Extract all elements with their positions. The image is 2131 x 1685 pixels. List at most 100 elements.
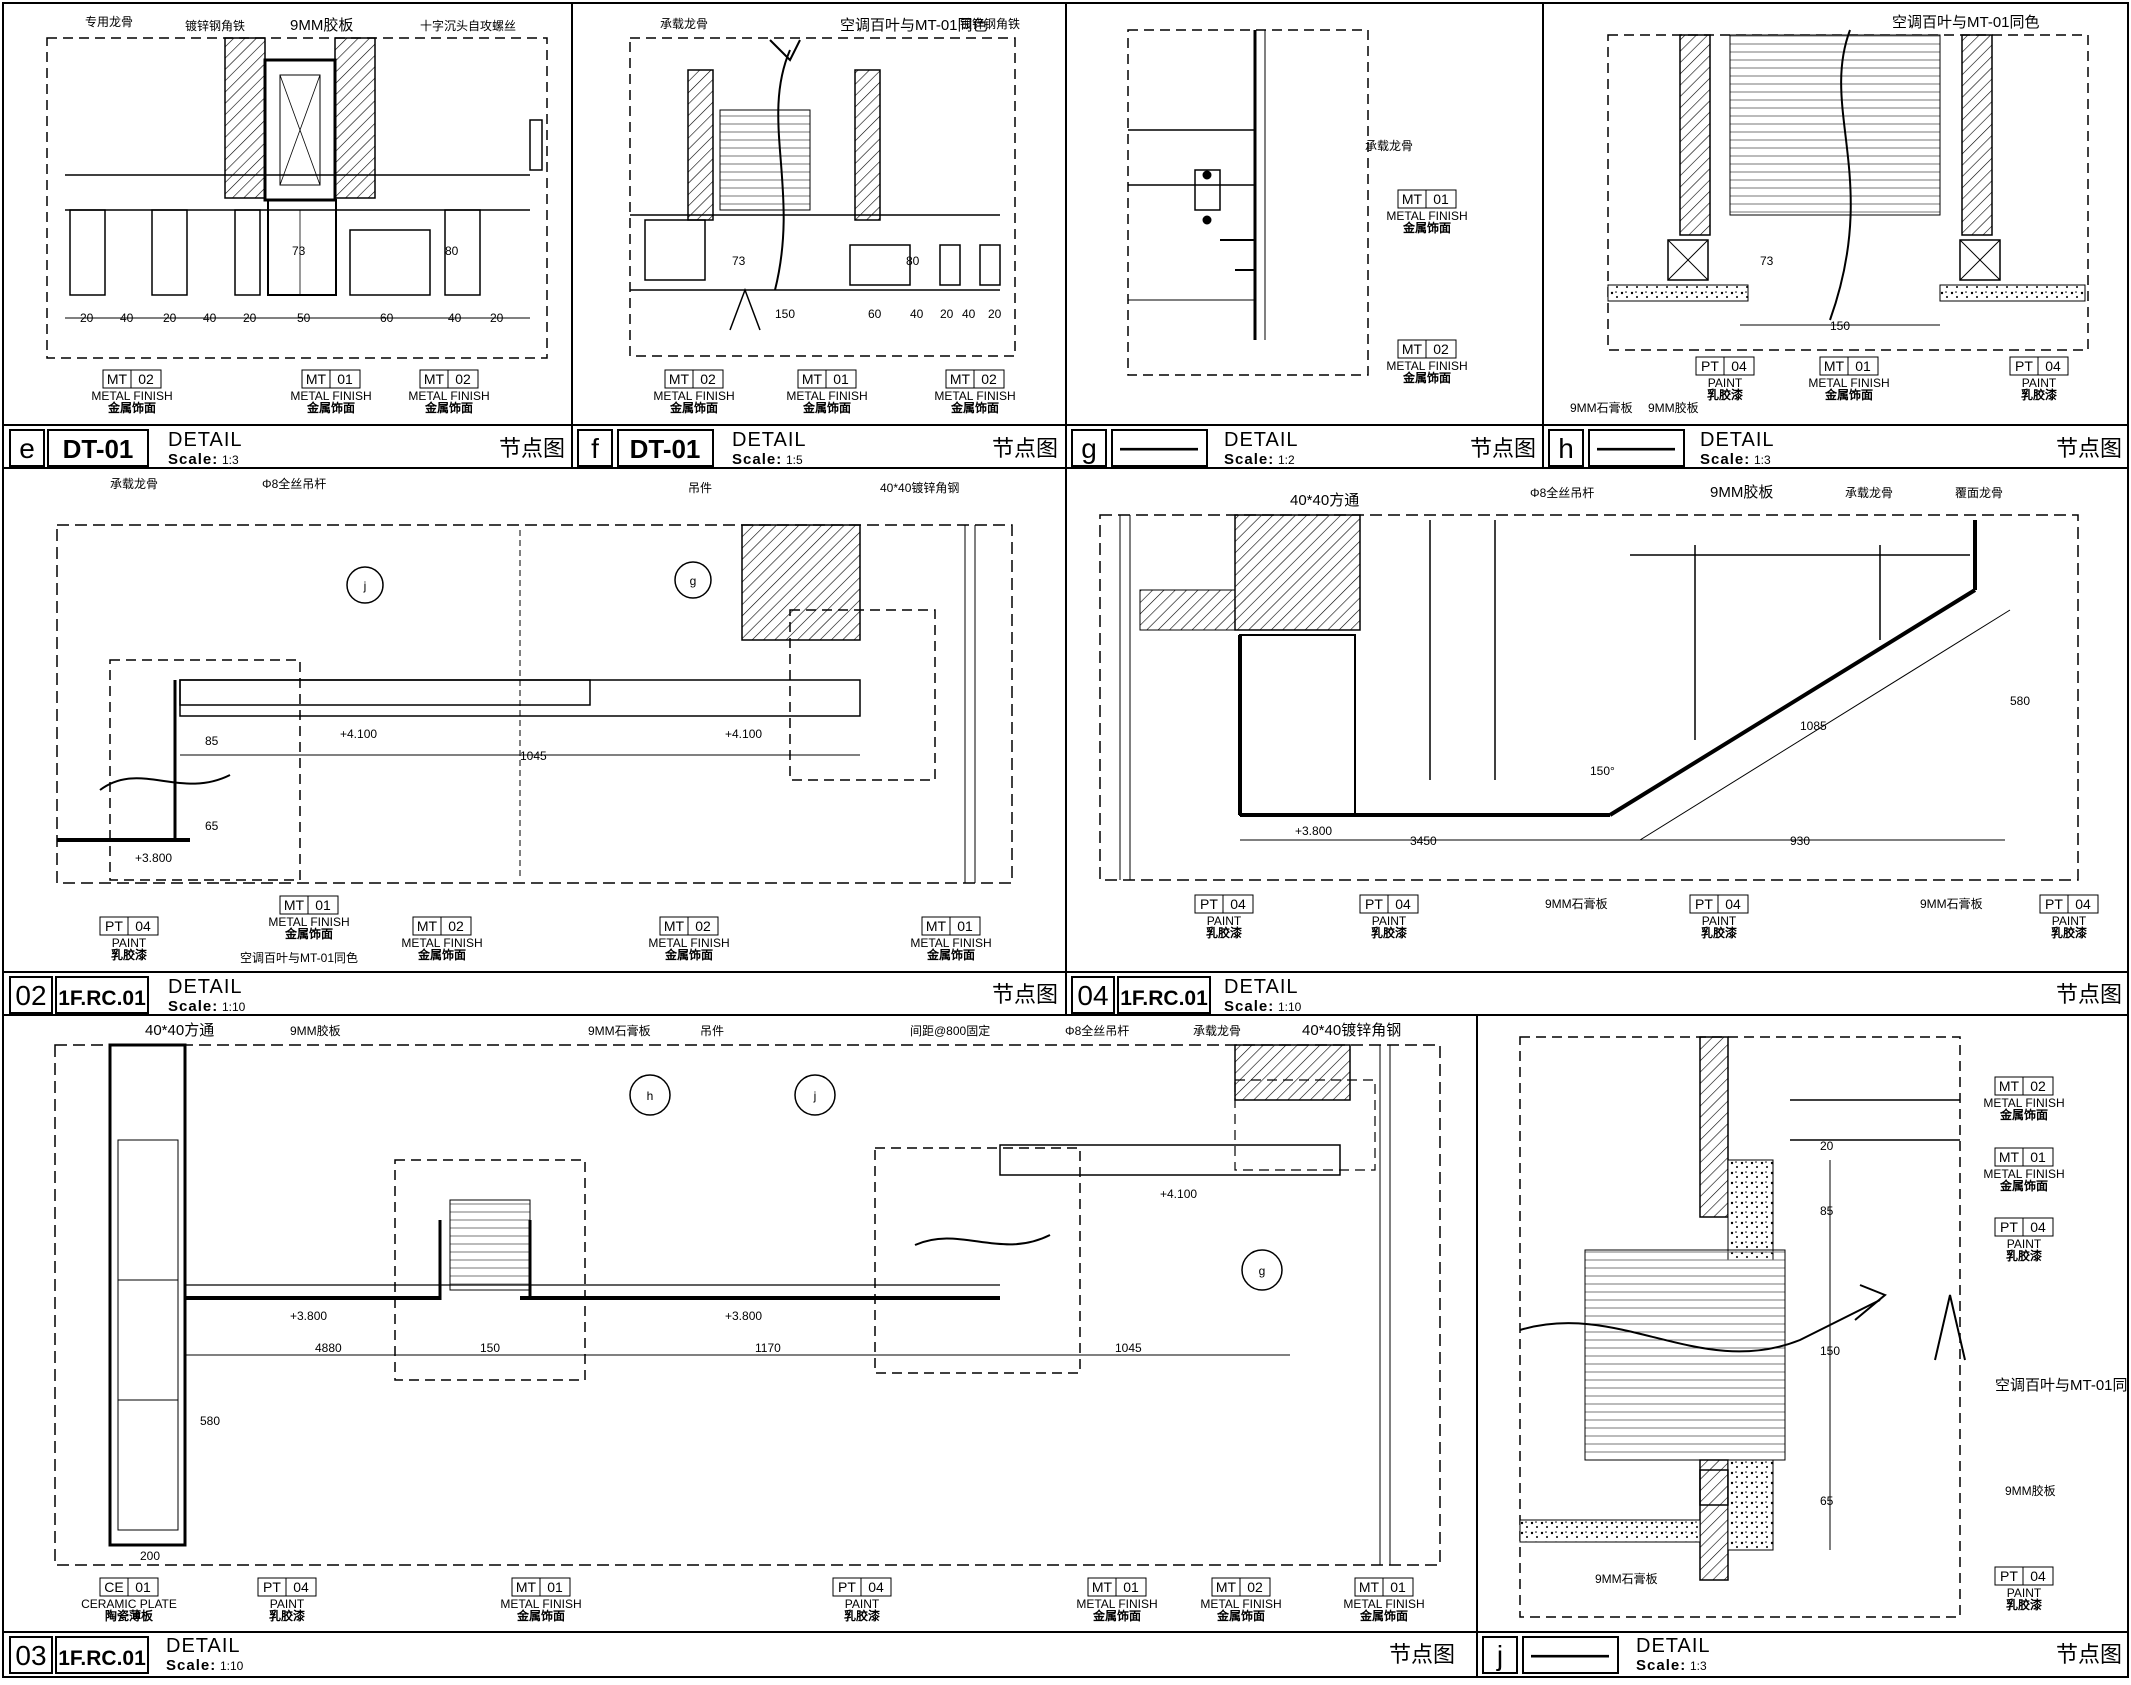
level-mark: +4.100 — [725, 727, 762, 741]
title-jiedian: 节点图 — [2056, 436, 2122, 461]
svg-text:乳胶漆: 乳胶漆 — [269, 1608, 305, 1623]
title-block-j: j ——— DETAIL Scale: 1:3 节点图 — [1482, 1635, 2122, 1674]
svg-text:PAINT: PAINT — [2022, 376, 2057, 390]
svg-text:PAINT: PAINT — [845, 1597, 880, 1611]
svg-text:MT: MT — [417, 918, 438, 934]
svg-text:MT: MT — [284, 897, 305, 913]
svg-text:乳胶漆: 乳胶漆 — [2051, 925, 2087, 940]
section-callout: g — [1259, 1264, 1266, 1278]
material-tag: PT 04 PAINT 乳胶漆 — [99, 916, 159, 962]
svg-text:METAL FINISH: METAL FINISH — [653, 389, 734, 403]
note: 40*40方通 — [145, 1022, 214, 1039]
detail-g-drawing — [1127, 29, 1369, 376]
title-code: DT-01 — [630, 434, 701, 464]
svg-text:METAL FINISH: METAL FINISH — [408, 389, 489, 403]
svg-text:金属饰面: 金属饰面 — [664, 947, 713, 962]
title-scale-label: Scale: — [168, 998, 218, 1015]
detail-02-notes: 承载龙骨 Φ8全丝吊杆 吊件 40*40镀锌角钢 空调百叶与MT-01同色 +4… — [110, 476, 959, 965]
note: Φ8全丝吊杆 — [262, 476, 326, 491]
dimension: 73 — [1760, 254, 1774, 268]
title-num: f — [591, 433, 599, 464]
svg-text:金属饰面: 金属饰面 — [306, 400, 355, 415]
svg-text:PAINT: PAINT — [270, 1597, 305, 1611]
title-code: 1F.RC.01 — [58, 987, 146, 1010]
svg-text:PT: PT — [2045, 896, 2063, 912]
svg-text:金属饰面: 金属饰面 — [1824, 387, 1873, 402]
detail-h-notes: 空调百叶与MT-01同色 9MM石膏板 9MM胶板 73 150 — [1570, 14, 2040, 415]
dimension: 150 — [480, 1341, 500, 1355]
section-callout: h — [647, 1089, 654, 1103]
title-code: ——— — [1531, 1639, 1609, 1669]
svg-text:04: 04 — [2045, 358, 2061, 374]
detail-f-drawing — [629, 37, 1016, 357]
dimension: 200 — [140, 1549, 160, 1563]
note: 9MM石膏板 — [588, 1023, 651, 1038]
svg-text:METAL FINISH: METAL FINISH — [910, 936, 991, 950]
svg-text:METAL FINISH: METAL FINISH — [290, 389, 371, 403]
dimension: 50 — [297, 311, 311, 325]
svg-text:02: 02 — [1247, 1579, 1263, 1595]
level-mark: +4.100 — [1160, 1187, 1197, 1201]
material-tag: PT 04 PAINT 乳胶漆 — [1994, 1217, 2054, 1263]
svg-text:METAL FINISH: METAL FINISH — [401, 936, 482, 950]
svg-text:04: 04 — [1395, 896, 1411, 912]
material-tag: MT 01 METAL FINISH 金属饰面 — [1808, 356, 1890, 402]
title-block-g: g ——— DETAIL Scale: 1:2 节点图 — [1071, 429, 1536, 468]
material-tag: PT 04 PAINT 乳胶漆 — [1994, 1566, 2054, 1612]
svg-text:MT: MT — [1216, 1579, 1237, 1595]
svg-text:04: 04 — [2030, 1219, 2046, 1235]
note: 镀锌钢角铁 — [960, 17, 1020, 31]
svg-text:04: 04 — [2030, 1568, 2046, 1584]
title-num: g — [1081, 433, 1097, 464]
note: 40*40镀锌角钢 — [1302, 1022, 1401, 1039]
dimension: 20 — [988, 307, 1002, 321]
svg-text:金属饰面: 金属饰面 — [1402, 220, 1451, 235]
svg-text:CE: CE — [104, 1579, 123, 1595]
material-tag: MT 01 METAL FINISH 金属饰面 — [786, 369, 868, 415]
note: 9MM胶板 — [1648, 400, 1699, 415]
note: 40*40方通 — [1290, 492, 1359, 509]
note: 吊件 — [688, 481, 712, 495]
dimension: 150 — [1820, 1344, 1840, 1358]
detail-04-drawing — [1099, 514, 2079, 881]
svg-text:金属饰面: 金属饰面 — [1402, 370, 1451, 385]
note: 9MM胶板 — [290, 16, 353, 34]
title-jiedian: 节点图 — [992, 982, 1058, 1007]
note: 承载龙骨 — [110, 477, 158, 491]
svg-text:MT: MT — [664, 918, 685, 934]
dimension: 80 — [906, 254, 920, 268]
material-tag: MT 02 METAL FINISH 金属饰面 — [401, 916, 483, 962]
note: 承载龙骨 — [1845, 486, 1893, 500]
svg-text:01: 01 — [547, 1579, 563, 1595]
svg-text:MT: MT — [1402, 341, 1423, 357]
level-mark: +3.800 — [1295, 824, 1332, 838]
detail-03-notes: 40*40方通 9MM胶板 9MM石膏板 吊件 间距@800固定 Φ8全丝吊杆 … — [140, 1022, 1401, 1563]
dimension: 1045 — [1115, 1341, 1142, 1355]
svg-text:METAL FINISH: METAL FINISH — [500, 1597, 581, 1611]
svg-text:乳胶漆: 乳胶漆 — [844, 1608, 880, 1623]
material-tag: PT 04 PAINT 乳胶漆 — [2039, 894, 2099, 940]
title-detail: DETAIL — [1224, 429, 1299, 451]
detail-e-drawing — [46, 37, 548, 359]
svg-text:METAL FINISH: METAL FINISH — [1983, 1167, 2064, 1181]
title-detail: DETAIL — [1700, 429, 1775, 451]
svg-text:02: 02 — [2030, 1078, 2046, 1094]
note: 十字沉头自攻螺丝 — [420, 18, 516, 33]
svg-text:PAINT: PAINT — [2007, 1586, 2042, 1600]
detail-03-drawing — [54, 1043, 1441, 1566]
svg-text:METAL FINISH: METAL FINISH — [268, 915, 349, 929]
svg-text:PT: PT — [1695, 896, 1713, 912]
svg-text:METAL FINISH: METAL FINISH — [1076, 1597, 1157, 1611]
title-jiedian: 节点图 — [992, 436, 1058, 461]
note: Φ8全丝吊杆 — [1530, 485, 1594, 500]
title-block-e: e DT-01 DETAIL Scale: 1:3 节点图 — [9, 429, 565, 468]
title-jiedian: 节点图 — [499, 436, 565, 461]
title-num: e — [19, 433, 35, 464]
title-scale: 1:5 — [786, 453, 803, 467]
svg-text:乳胶漆: 乳胶漆 — [2021, 387, 2057, 402]
dimension: 73 — [732, 254, 746, 268]
detail-j-drawing — [1519, 1036, 1966, 1618]
svg-text:金属饰面: 金属饰面 — [107, 400, 156, 415]
